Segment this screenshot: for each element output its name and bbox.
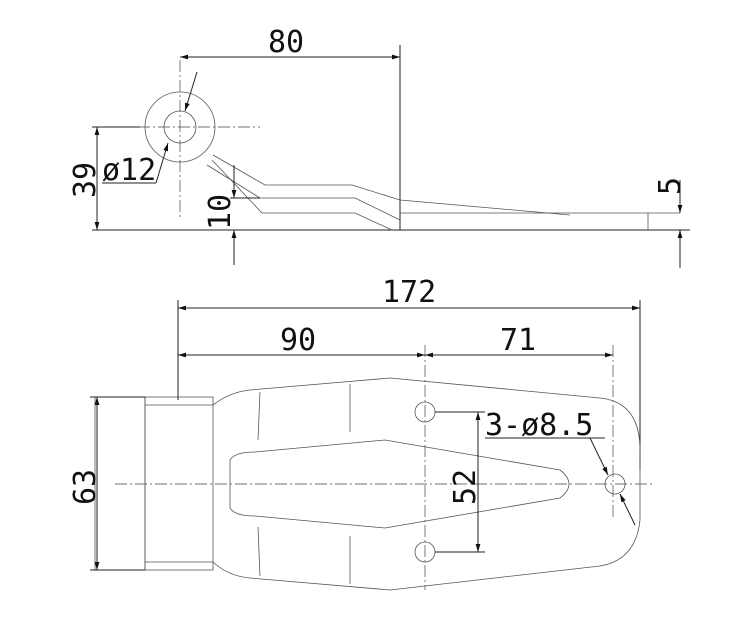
dim-10: 10 [203, 194, 238, 230]
dim-5: 5 [653, 177, 688, 195]
dim-172: 172 [382, 275, 436, 310]
mount-hole [604, 473, 626, 495]
hinge-plate-outline [212, 377, 641, 591]
dim-pin-diameter: ø12 [102, 153, 156, 188]
slot [229, 439, 570, 529]
dim-63: 63 [68, 469, 103, 505]
side-view: 80 39 ø12 10 5 [68, 25, 690, 268]
dim-80: 80 [268, 25, 304, 60]
dim-71: 71 [500, 323, 536, 358]
dim-52: 52 [448, 469, 483, 505]
top-view: 172 90 71 63 52 3-ø8.5 [68, 275, 655, 591]
dim-39: 39 [68, 162, 103, 198]
dim-holes: 3-ø8.5 [485, 408, 593, 443]
dim-90: 90 [280, 323, 316, 358]
